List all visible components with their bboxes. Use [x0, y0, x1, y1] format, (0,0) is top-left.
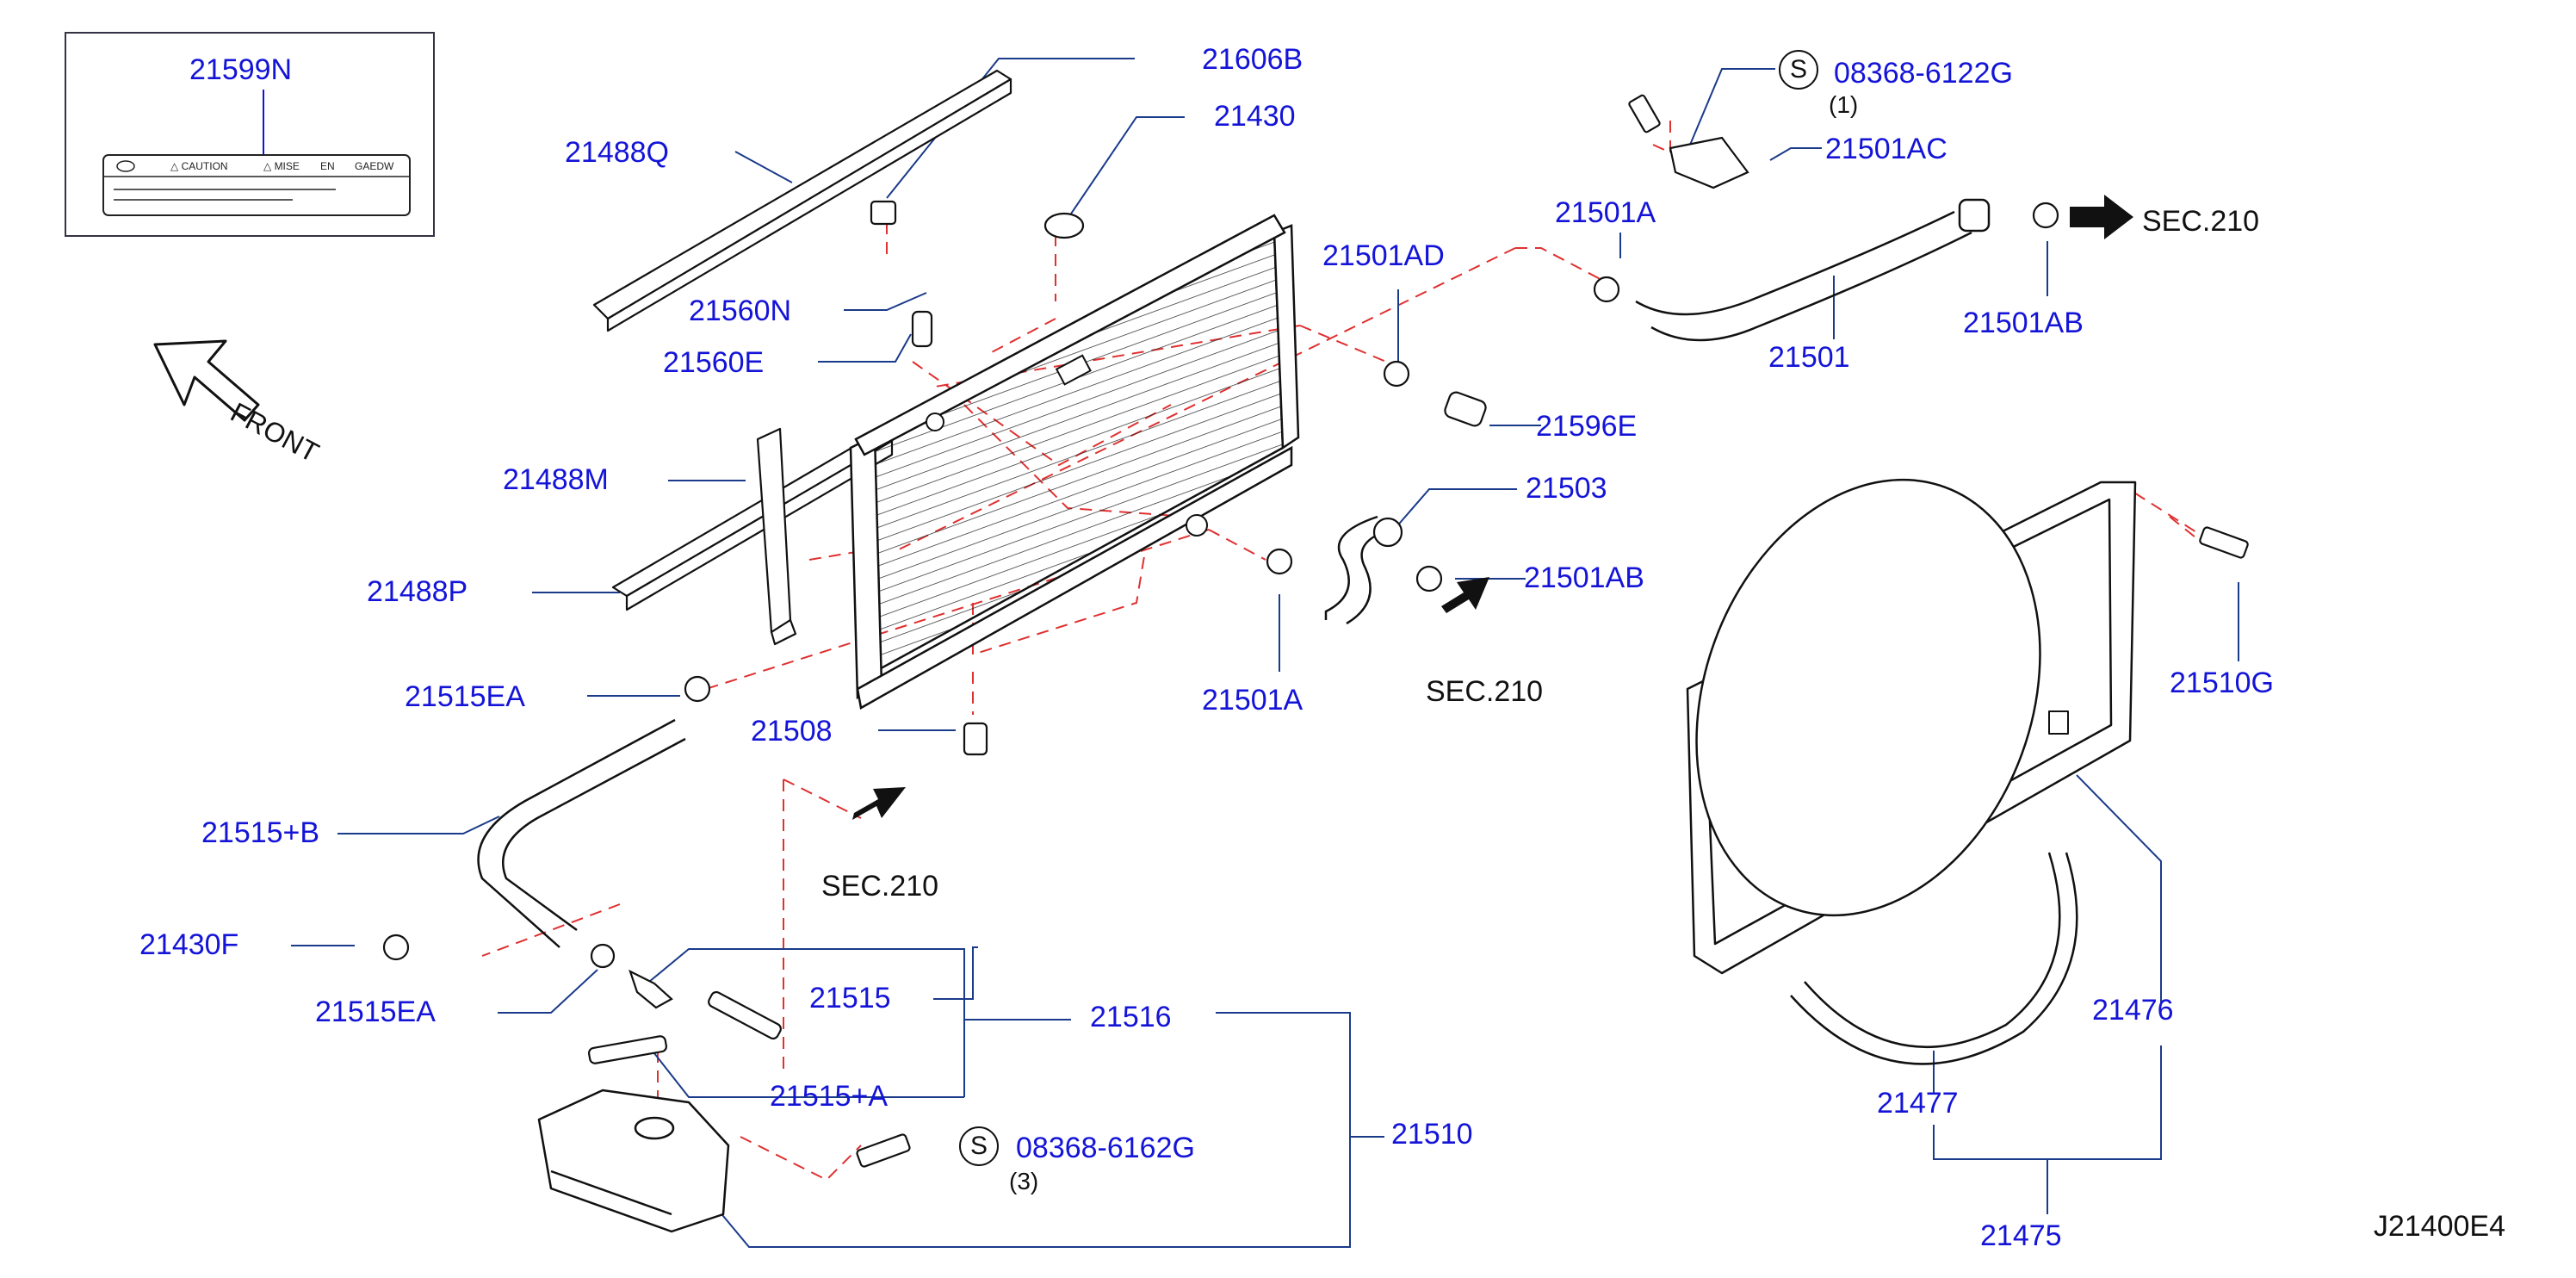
part-21510g: 21510G — [2170, 667, 2274, 699]
part-21515ea-top: 21515EA — [405, 680, 525, 713]
front-arrow-icon — [153, 339, 260, 422]
bolt-top-symbol: S — [1779, 50, 1818, 90]
bolt-top-qty: (1) — [1829, 91, 1859, 118]
sec-arrow-icons — [852, 195, 2133, 820]
part-21430: 21430 — [1214, 100, 1296, 133]
lower-shroud — [1790, 852, 2078, 1065]
part-21477: 21477 — [1877, 1087, 1959, 1120]
part-21508: 21508 — [751, 715, 833, 748]
label-inset — [65, 32, 435, 237]
part-21560e: 21560E — [663, 346, 765, 379]
leader-lines — [291, 58, 2239, 1248]
part-21503: 21503 — [1526, 472, 1607, 505]
part-21510: 21510 — [1391, 1118, 1473, 1151]
part-21515-a: 21515+A — [770, 1080, 889, 1113]
part-21515ea-bottom: 21515EA — [315, 996, 436, 1028]
part-21501: 21501 — [1768, 341, 1850, 374]
sec-ref-middle: SEC.210 — [1426, 675, 1544, 708]
part-21515-b: 21515+B — [201, 816, 320, 849]
part-21501ab-top: 21501AB — [1963, 307, 2084, 339]
sec-ref-lower: SEC.210 — [821, 870, 939, 903]
part-21516: 21516 — [1090, 1001, 1172, 1033]
part-21501a-mid: 21501A — [1202, 684, 1303, 717]
part-21430f: 21430F — [139, 928, 239, 961]
part-21596e: 21596E — [1536, 410, 1638, 443]
lower-hose — [1324, 515, 1389, 625]
label-mise: △ MISE — [263, 160, 300, 172]
part-21488q: 21488Q — [565, 136, 669, 169]
part-21476: 21476 — [2092, 994, 2174, 1027]
part-21501ac: 21501AC — [1825, 133, 1947, 165]
fan-shroud — [1686, 478, 2137, 975]
bolt-bottom-part: 08368-6162G — [1016, 1132, 1195, 1164]
part-21488m: 21488M — [503, 463, 609, 496]
bolt-top-part: 08368-6122G — [1834, 57, 2013, 90]
label-caution: △ CAUTION — [170, 160, 228, 172]
bolt-bottom-symbol: S — [959, 1126, 999, 1166]
label-part-21599n: 21599N — [189, 53, 293, 86]
diagram-code: J21400E4 — [2373, 1210, 2505, 1243]
label-en: EN — [320, 160, 335, 172]
part-21475: 21475 — [1980, 1219, 2062, 1252]
part-21560n: 21560N — [689, 295, 792, 327]
label-gaedw: GAEDW — [355, 160, 394, 172]
part-21501a-top: 21501A — [1555, 196, 1656, 229]
bolt-bottom-qty: (3) — [1009, 1168, 1039, 1194]
radiator — [849, 214, 1300, 710]
part-21606b: 21606B — [1202, 43, 1303, 76]
part-21501ab-mid: 21501AB — [1524, 561, 1644, 594]
overflow-hose — [477, 718, 686, 948]
reservoir-tank — [537, 1089, 730, 1233]
sec-ref-right: SEC.210 — [2142, 205, 2260, 238]
part-21501ad: 21501AD — [1322, 239, 1445, 272]
small-parts — [382, 94, 2249, 1168]
part-21515: 21515 — [809, 982, 891, 1014]
rubber-seals — [592, 69, 1012, 646]
part-21488p: 21488P — [367, 575, 468, 608]
upper-hose — [1635, 198, 1991, 342]
